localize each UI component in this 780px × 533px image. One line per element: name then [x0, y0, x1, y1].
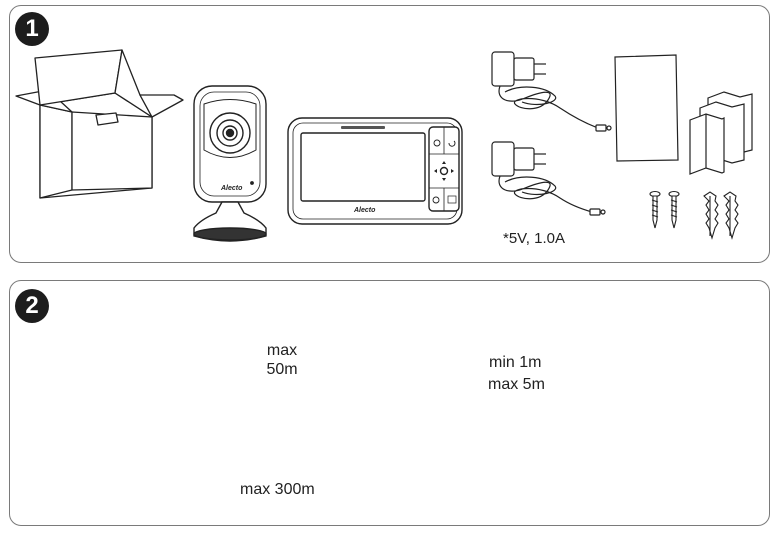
min-distance-label: min 1m [489, 354, 542, 371]
step-2-panel: 2 [9, 280, 770, 526]
step-2-badge: 2 [15, 289, 49, 323]
indoor-range-label: max 50m [262, 341, 302, 379]
max-distance-label: max 5m [488, 376, 545, 393]
step-1-badge: 1 [15, 12, 49, 46]
step-1-panel: 1 [9, 5, 770, 263]
indoor-range-line-1: max [266, 342, 298, 359]
indoor-range-line-2: 50m [266, 361, 298, 378]
outdoor-range-label: max 300m [240, 481, 315, 498]
